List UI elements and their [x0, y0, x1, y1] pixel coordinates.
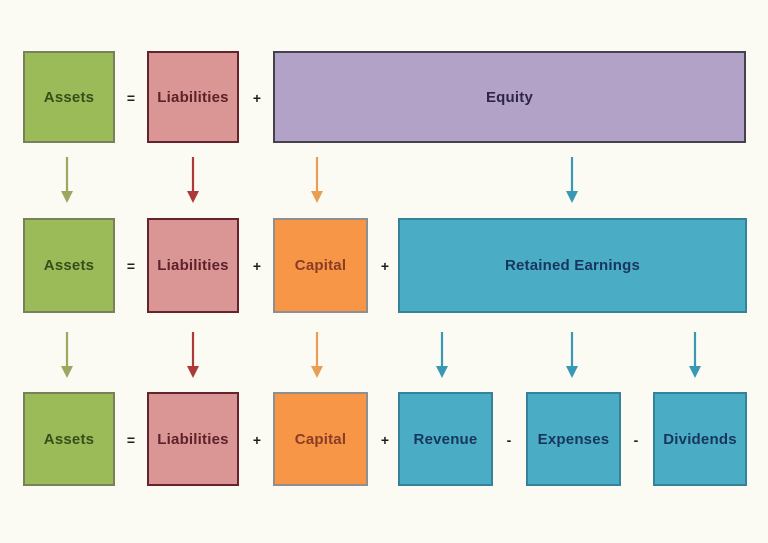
box-label: Equity: [485, 88, 534, 106]
operator-equals-row3: =: [126, 432, 136, 448]
box-label: Liabilities: [157, 430, 229, 448]
arrow-equity-to-retained-earnings: [563, 156, 581, 204]
box-dividends: Dividends: [653, 392, 747, 486]
arrow-capital-to-capital: [308, 331, 326, 379]
operator-minus2-row3: -: [633, 432, 639, 448]
box-label: Expenses: [537, 430, 610, 448]
operator-equals-row1: =: [126, 90, 136, 106]
arrow-assets-to-assets-2: [58, 331, 76, 379]
arrow-assets-to-assets-1: [58, 156, 76, 204]
arrow-equity-to-capital: [308, 156, 326, 204]
box-label: Assets: [43, 88, 95, 106]
operator-plus1-row2: +: [252, 258, 262, 274]
box-assets-row1: Assets: [23, 51, 115, 143]
box-liabilities-row2: Liabilities: [147, 218, 239, 313]
box-assets-row3: Assets: [23, 392, 115, 486]
box-retained-earnings: Retained Earnings: [398, 218, 747, 313]
arrow-retained-earnings-to-revenue: [433, 331, 451, 379]
arrow-liabilities-to-liabilities-2: [184, 331, 202, 379]
box-capital-row2: Capital: [273, 218, 368, 313]
operator-equals-row2: =: [126, 258, 136, 274]
box-label: Capital: [294, 257, 347, 274]
box-liabilities-row3: Liabilities: [147, 392, 239, 486]
box-label: Dividends: [663, 430, 737, 448]
box-capital-row3: Capital: [273, 392, 368, 486]
box-assets-row2: Assets: [23, 218, 115, 313]
operator-plus2-row2: +: [380, 258, 390, 274]
operator-plus-row1: +: [252, 90, 262, 106]
box-label: Capital: [294, 430, 347, 448]
arrow-retained-earnings-to-expenses: [563, 331, 581, 379]
arrow-liabilities-to-liabilities-1: [184, 156, 202, 204]
box-label: Assets: [43, 257, 95, 274]
arrow-retained-earnings-to-dividends: [686, 331, 704, 379]
box-equity: Equity: [273, 51, 746, 143]
operator-minus1-row3: -: [506, 432, 512, 448]
box-label: Revenue: [413, 430, 478, 448]
box-label: Liabilities: [157, 88, 229, 106]
box-label: Liabilities: [157, 257, 229, 274]
box-label: Assets: [43, 430, 95, 448]
box-liabilities-row1: Liabilities: [147, 51, 239, 143]
operator-plus2-row3: +: [380, 432, 390, 448]
box-expenses: Expenses: [526, 392, 621, 486]
box-label: Retained Earnings: [504, 257, 641, 274]
box-revenue: Revenue: [398, 392, 493, 486]
operator-plus1-row3: +: [252, 432, 262, 448]
